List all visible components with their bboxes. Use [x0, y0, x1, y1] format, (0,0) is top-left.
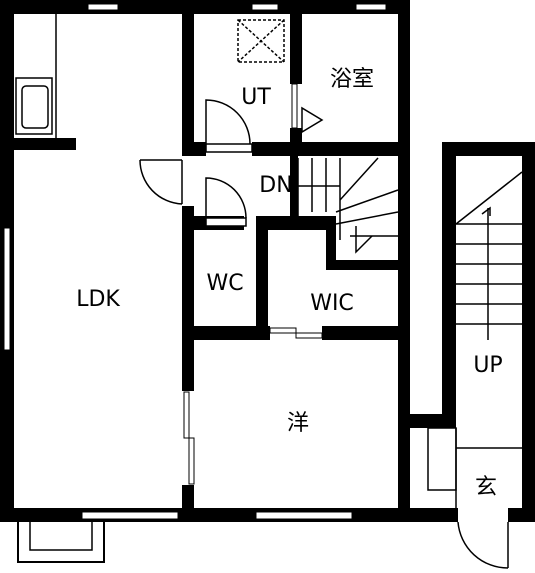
bath-door-arrow: [301, 106, 324, 134]
kitchen-sink: [15, 77, 53, 135]
window-top-bath: [355, 3, 387, 11]
window-top-ldk: [87, 3, 119, 11]
label-western: 洋: [287, 411, 309, 436]
label-ldk: LDK: [76, 287, 120, 312]
stair-bottom-wall-a: [410, 508, 458, 522]
label-dn: DN: [259, 173, 292, 198]
wall-dn-bottom-right: [256, 216, 336, 230]
wall-ldk-east-upper: [182, 0, 194, 156]
window-top-ut: [251, 3, 279, 11]
stair-left-ledge: [410, 414, 456, 428]
window-left-ldk: [3, 227, 11, 351]
ut-door: [205, 99, 253, 153]
stairs-up: [455, 171, 523, 340]
wall-wc-bottom: [194, 326, 268, 340]
stairs-down: [297, 157, 399, 254]
wall-ldk-east-lower: [182, 485, 194, 515]
label-wic: WIC: [310, 291, 354, 316]
shoe-cabinet: [427, 427, 522, 508]
western-room-door: [183, 391, 195, 485]
top-wall: [0, 0, 410, 14]
wall-ut-bottom-a: [194, 142, 206, 156]
label-ut: UT: [241, 85, 271, 110]
right-wall: [398, 0, 410, 522]
window-bottom-western: [255, 511, 353, 520]
label-wc: WC: [206, 271, 243, 296]
wall-wic-bottom-a: [256, 326, 270, 340]
wall-dn-bottom: [326, 260, 398, 270]
wall-ut-bottom-b: [252, 142, 398, 156]
stair-top-wall: [442, 142, 535, 156]
wall-dn-right: [326, 218, 336, 270]
stair-right-wall: [522, 142, 535, 522]
wall-dn-left: [290, 156, 298, 218]
wall-wic-bottom-b: [322, 326, 398, 340]
interior-walls: [14, 0, 398, 515]
wc-door: [205, 177, 256, 230]
entrance-door: [457, 508, 509, 569]
window-bottom-ldk: [81, 511, 179, 520]
label-bath: 浴室: [330, 67, 374, 92]
balcony: [17, 522, 105, 563]
label-up: UP: [473, 353, 502, 378]
windows: [3, 3, 387, 520]
wall-ut-bath-low: [290, 128, 302, 142]
bath-door: [291, 83, 298, 129]
washer-pan: [237, 19, 285, 63]
wall-ldk-east-mid: [182, 206, 194, 391]
stair-bottom-wall-b: [508, 508, 535, 522]
wall-wc-wic: [256, 230, 268, 340]
label-entrance: 玄: [475, 475, 497, 500]
wic-door: [269, 327, 323, 339]
stair-left-wall: [442, 142, 456, 422]
wall-ut-bath: [290, 0, 302, 84]
stair-unit-walls: [410, 142, 535, 522]
ldk-door: [139, 156, 194, 206]
kitchen-stub-wall: [14, 138, 76, 150]
